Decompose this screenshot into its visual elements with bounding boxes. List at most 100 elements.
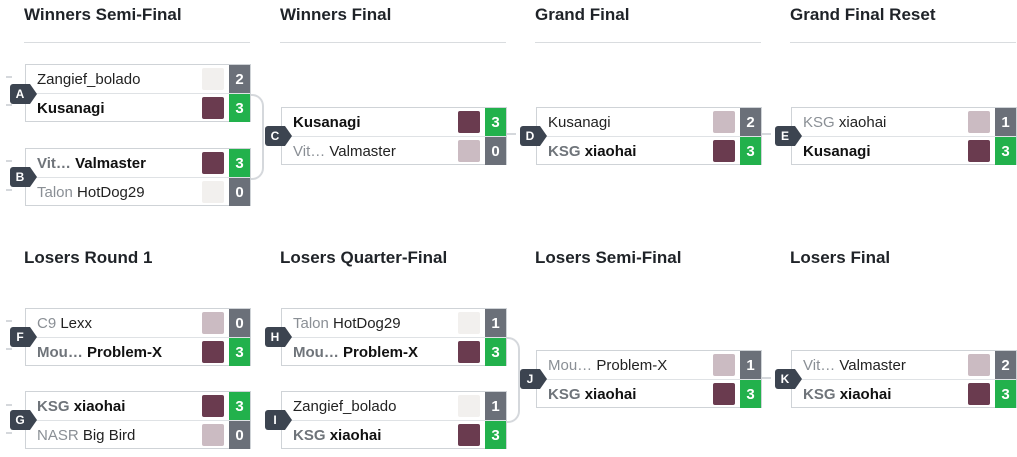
blob-icon (458, 312, 480, 334)
player-name: Kusanagi (26, 100, 202, 117)
connector-bracket (506, 337, 520, 423)
blob-icon (202, 68, 224, 90)
team-tag: Talon (293, 314, 334, 332)
score-box: 0 (229, 309, 250, 337)
score-box: 3 (229, 338, 250, 366)
match-label-badge[interactable]: J (520, 369, 547, 389)
score-box: 3 (995, 137, 1016, 165)
team-tag: Vit… (803, 356, 840, 374)
match-label-badge[interactable]: B (10, 167, 37, 187)
connector-bracket (250, 94, 264, 180)
fighter-icon (968, 383, 990, 405)
player-handle: HotDog29 (333, 314, 401, 332)
team-tag: NASR (37, 426, 83, 444)
match-label-badge[interactable]: C (265, 126, 292, 146)
player-handle: Big Bird (82, 426, 136, 444)
player-name: KSG xiaohai (792, 114, 968, 131)
player-slot[interactable]: Kusanagi 3 (26, 94, 250, 122)
score-box: 1 (995, 108, 1016, 136)
team-tag: Mou… (37, 343, 87, 361)
player-handle: Kusanagi (37, 99, 105, 117)
score-box: 3 (740, 137, 761, 165)
fighter-icon (713, 111, 735, 133)
player-handle: Problem-X (596, 356, 668, 374)
score-box: 3 (485, 108, 506, 136)
player-handle: Problem-X (343, 343, 419, 361)
blob-icon (202, 181, 224, 203)
match-label-badge[interactable]: D (520, 126, 547, 146)
player-slot[interactable]: Zangief_bolado 2 (26, 65, 250, 94)
player-name: Mou… Problem-X (282, 344, 458, 361)
connector-line (6, 432, 12, 434)
team-tag: Vit… (293, 142, 330, 160)
round-title-grand-final-reset: Grand Final Reset (790, 5, 936, 24)
divider (24, 42, 250, 43)
score-box: 0 (229, 421, 250, 449)
fighter-icon (458, 424, 480, 446)
match-label-badge[interactable]: A (10, 84, 37, 104)
player-handle: Kusanagi (548, 113, 611, 131)
connector-line (6, 404, 12, 406)
player-slot[interactable]: KSG xiaohai 1 (792, 108, 1016, 137)
player-handle: xiaohai (839, 385, 892, 403)
connector-line (6, 104, 12, 106)
match-label-badge[interactable]: H (265, 327, 292, 347)
score-box: 3 (740, 380, 761, 408)
score-box: 3 (229, 94, 250, 122)
fighter-icon (968, 140, 990, 162)
player-handle: xiaohai (329, 426, 382, 444)
fighter-icon (202, 395, 224, 417)
player-name: Kusanagi (537, 114, 713, 131)
player-slot[interactable]: NASR Big Bird 0 (26, 421, 250, 449)
divider (280, 42, 506, 43)
team-tag: Talon (37, 183, 78, 201)
player-name: Vit… Valmaster (792, 357, 968, 374)
team-tag: KSG (293, 426, 330, 444)
player-name: KSG xiaohai (792, 386, 968, 403)
player-handle: Valmaster (329, 142, 396, 160)
round-title-winners-final: Winners Final (280, 5, 392, 24)
match-label-badge[interactable]: I (265, 410, 292, 430)
score-box: 2 (229, 65, 250, 93)
match-label-badge[interactable]: E (775, 126, 802, 146)
player-handle: Zangief_bolado (37, 70, 141, 88)
match-label-badge[interactable]: F (10, 327, 37, 347)
match-label-badge[interactable]: G (10, 410, 37, 430)
player-name: KSG xiaohai (282, 427, 458, 444)
player-name: Kusanagi (792, 143, 968, 160)
team-tag: KSG (803, 113, 839, 131)
match-label-badge[interactable]: K (775, 369, 802, 389)
player-slot[interactable]: Kusanagi 3 (792, 137, 1016, 165)
round-title-grand-final: Grand Final (535, 5, 630, 24)
player-handle: Valmaster (75, 154, 146, 172)
fighter-icon (713, 354, 735, 376)
